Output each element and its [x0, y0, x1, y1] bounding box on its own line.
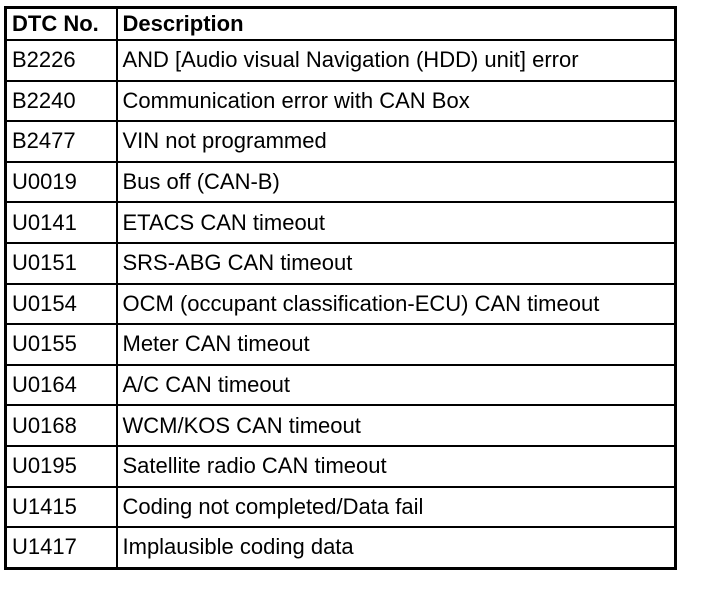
table-row: U1415 Coding not completed/Data fail: [4, 485, 677, 529]
table-header-row: DTC No. Description: [4, 6, 677, 41]
dtc-code-cell: B2226: [4, 39, 118, 82]
dtc-description-cell: Satellite radio CAN timeout: [115, 444, 677, 488]
dtc-code-cell: U0154: [4, 282, 118, 326]
table-row: U0168 WCM/KOS CAN timeout: [4, 404, 677, 447]
table-row: B2240 Communication error with CAN Box: [4, 79, 677, 123]
table-row: U0164 A/C CAN timeout: [4, 363, 677, 407]
dtc-code-cell: U0155: [4, 323, 118, 366]
dtc-description-cell: Communication error with CAN Box: [115, 79, 677, 123]
dtc-code-cell: U0019: [4, 160, 118, 204]
header-description: Description: [115, 6, 677, 41]
table-row: U0155 Meter CAN timeout: [4, 323, 677, 366]
dtc-description-cell: Coding not completed/Data fail: [115, 485, 677, 529]
dtc-description-cell: WCM/KOS CAN timeout: [115, 404, 677, 447]
dtc-description-cell: Implausible coding data: [115, 526, 677, 570]
dtc-description-cell: AND [Audio visual Navigation (HDD) unit]…: [115, 39, 677, 82]
dtc-description-cell: SRS-ABG CAN timeout: [115, 241, 677, 285]
dtc-code-cell: U1417: [4, 526, 118, 570]
dtc-table: DTC No. Description B2226 AND [Audio vis…: [4, 6, 677, 570]
table-row: U0151 SRS-ABG CAN timeout: [4, 241, 677, 285]
header-dtc-no: DTC No.: [4, 6, 118, 41]
dtc-description-cell: VIN not programmed: [115, 120, 677, 163]
table-row: U0154 OCM (occupant classification-ECU) …: [4, 282, 677, 326]
table-row: U1417 Implausible coding data: [4, 526, 677, 570]
dtc-code-cell: U0141: [4, 201, 118, 244]
table-row: B2477 VIN not programmed: [4, 120, 677, 163]
table-row: U0019 Bus off (CAN-B): [4, 160, 677, 204]
dtc-description-cell: OCM (occupant classification-ECU) CAN ti…: [115, 282, 677, 326]
table-row: U0141 ETACS CAN timeout: [4, 201, 677, 244]
dtc-code-cell: U0168: [4, 404, 118, 447]
dtc-code-cell: B2477: [4, 120, 118, 163]
table-row: B2226 AND [Audio visual Navigation (HDD)…: [4, 39, 677, 82]
dtc-code-cell: U1415: [4, 485, 118, 529]
dtc-description-cell: A/C CAN timeout: [115, 363, 677, 407]
dtc-description-cell: Bus off (CAN-B): [115, 160, 677, 204]
dtc-description-cell: ETACS CAN timeout: [115, 201, 677, 244]
dtc-code-cell: U0164: [4, 363, 118, 407]
dtc-code-cell: U0151: [4, 241, 118, 285]
dtc-code-cell: B2240: [4, 79, 118, 123]
table-row: U0195 Satellite radio CAN timeout: [4, 444, 677, 488]
dtc-description-cell: Meter CAN timeout: [115, 323, 677, 366]
dtc-code-cell: U0195: [4, 444, 118, 488]
